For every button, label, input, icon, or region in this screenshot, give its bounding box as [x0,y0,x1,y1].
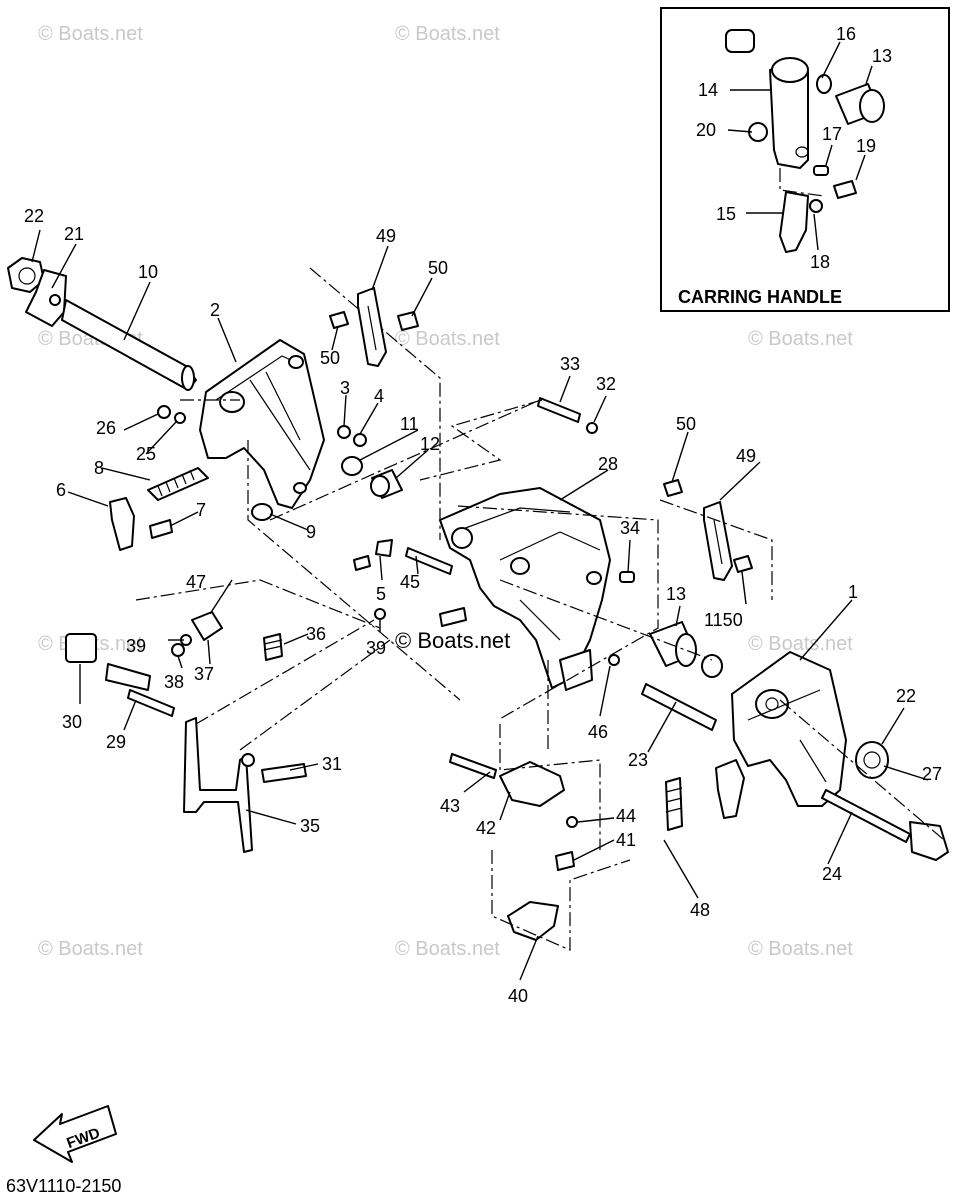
watermark: © Boats.net [748,328,853,350]
callout-39: 39 [366,638,386,658]
callout-18: 18 [810,252,830,272]
callout-8: 8 [94,458,104,478]
watermarks: © Boats.net © Boats.net © Boats.net © Bo… [38,23,853,960]
callout-23: 23 [628,750,648,770]
callout-22: 22 [24,206,44,226]
callout-4: 4 [374,386,384,406]
fwd-arrow: FWD [33,1105,117,1163]
watermark: © Boats.net [395,938,500,960]
callout-5: 5 [376,584,386,604]
callout-29: 29 [106,732,126,752]
callout-1150: 1150 [704,610,743,630]
callout-24: 24 [822,864,842,884]
callout-27: 27 [922,764,942,784]
watermark: © Boats.net [38,23,143,45]
callout-49: 49 [736,446,756,466]
callout-31: 31 [322,754,342,774]
callout-6: 6 [56,480,66,500]
callout-37: 37 [194,664,214,684]
center-watermark: © Boats.net [395,628,510,653]
callout-35: 35 [300,816,320,836]
callout-36: 36 [306,624,326,644]
callout-2: 2 [210,300,220,320]
callout-21: 21 [64,224,84,244]
lower-left-linkage [65,579,391,853]
callout-50: 50 [428,258,448,278]
watermark: © Boats.net [38,938,143,960]
callout-1: 1 [848,582,858,602]
carrying-handle-inset: CARRING HANDLE [660,7,950,312]
callout-33: 33 [560,354,580,374]
callout-30: 30 [62,712,82,732]
callout-50: 50 [320,348,340,368]
callout-19: 19 [856,136,876,156]
callout-45: 45 [400,572,420,592]
callout-20: 20 [696,120,716,140]
watermark: © Boats.net [748,633,853,655]
callout-48: 48 [690,900,710,920]
callout-50: 50 [676,414,696,434]
callout-39: 39 [126,636,146,656]
callout-13: 13 [666,584,686,604]
callout-17: 17 [822,124,842,144]
watermark: © Boats.net [395,328,500,350]
callout-49: 49 [376,226,396,246]
callout-9: 9 [306,522,316,542]
drawing-number: 63V1110-2150 [6,1176,121,1196]
callout-47: 47 [186,572,206,592]
right-clamp-bracket-assembly [499,479,949,861]
leader-lines [31,229,929,981]
callout-44: 44 [616,806,636,826]
callout-10: 10 [138,262,158,282]
callout-12: 12 [420,434,440,454]
callout-43: 43 [440,796,460,816]
callout-25: 25 [136,444,156,464]
watermark: © Boats.net [395,23,500,45]
callout-38: 38 [164,672,184,692]
inset-title: CARRING HANDLE [678,287,842,307]
callout-26: 26 [96,418,116,438]
lower-centre-parts [449,724,683,951]
callout-13: 13 [872,46,892,66]
watermark: © Boats.net [748,938,853,960]
swivel-bracket-assembly [353,397,659,750]
callout-22: 22 [896,686,916,706]
callout-numbers: 22 21 10 2 49 50 50 3 4 11 12 26 25 8 6 … [24,24,942,1006]
callout-34: 34 [620,518,640,538]
callout-28: 28 [598,454,618,474]
callout-16: 16 [836,24,856,44]
callout-41: 41 [616,830,636,850]
callout-3: 3 [340,378,350,398]
left-clamp-bracket-assembly [7,257,541,701]
callout-46: 46 [588,722,608,742]
callout-40: 40 [508,986,528,1006]
callout-15: 15 [716,204,736,224]
callout-42: 42 [476,818,496,838]
callout-32: 32 [596,374,616,394]
callout-11: 11 [400,414,419,434]
callout-7: 7 [196,500,206,520]
callout-14: 14 [698,80,718,100]
